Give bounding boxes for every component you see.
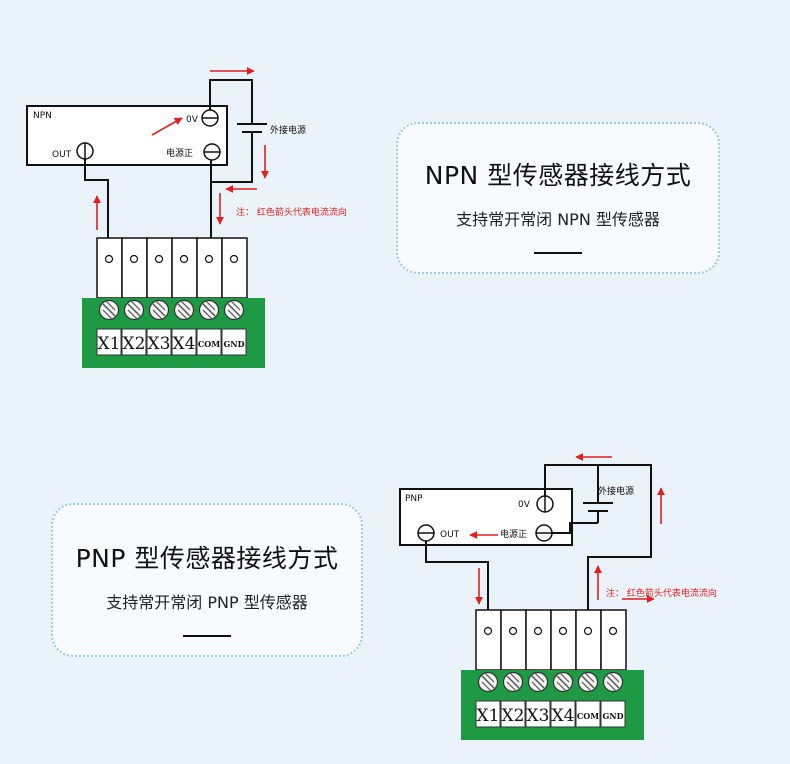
terminal-hole-x1 bbox=[104, 254, 114, 264]
npn-out-label: OUT bbox=[52, 150, 72, 160]
npn-0v-label: 0V bbox=[186, 115, 199, 125]
pnp-power-pos-label: 电源正 bbox=[500, 528, 527, 540]
terminal-label-x1: X1 bbox=[477, 706, 500, 726]
terminal-slot-com bbox=[196, 237, 223, 299]
pnp-ext-power-label: 外接电源 bbox=[598, 485, 634, 497]
terminal-hole-x1 bbox=[483, 626, 493, 636]
terminal-label-x1: X1 bbox=[98, 334, 121, 354]
terminal-hole-x4 bbox=[179, 254, 189, 264]
terminal-label-x2: X2 bbox=[123, 334, 146, 354]
terminal-slot-gnd bbox=[600, 609, 627, 671]
npn-box-label: NPN bbox=[33, 111, 52, 121]
terminal-label-gnd: GND bbox=[223, 339, 244, 349]
npn-wire-0v bbox=[209, 79, 253, 124]
terminal-slot-x1 bbox=[475, 609, 502, 671]
pnp-card-divider bbox=[183, 635, 231, 637]
npn-power-pos-label: 电源正 bbox=[166, 147, 193, 159]
terminal-label-com: COM bbox=[577, 711, 599, 721]
pnp-wire-out-to-x1 bbox=[425, 541, 489, 630]
terminal-slot-x4 bbox=[171, 237, 198, 299]
pnp-info-card: PNP 型传感器接线方式 支持常开常闭 PNP 型传感器 bbox=[51, 503, 363, 657]
terminal-label-gnd: GND bbox=[602, 711, 623, 721]
npn-card-divider bbox=[534, 252, 582, 254]
pnp-note: 注： 红色箭头代表电流流向 bbox=[606, 587, 717, 599]
pnp-wire-power bbox=[552, 522, 598, 534]
pnp-0v-label: 0V bbox=[518, 500, 531, 510]
npn-info-card: NPN 型传感器接线方式 支持常开常闭 NPN 型传感器 bbox=[396, 122, 720, 274]
terminal-label-x4: X4 bbox=[552, 706, 575, 726]
terminal-label-x3: X3 bbox=[148, 334, 171, 354]
pnp-card-title: PNP 型传感器接线方式 bbox=[75, 544, 339, 573]
npn-card-subtitle: 支持常开常闭 NPN 型传感器 bbox=[456, 210, 660, 229]
terminal-hole-gnd bbox=[608, 626, 618, 636]
pnp-card-subtitle: 支持常开常闭 PNP 型传感器 bbox=[106, 593, 308, 612]
terminal-slot-x2 bbox=[121, 237, 148, 299]
npn-sensor-box bbox=[26, 105, 228, 166]
terminal-slot-gnd bbox=[221, 237, 248, 299]
npn-wire-battery-return bbox=[210, 132, 253, 183]
terminal-label-x4: X4 bbox=[173, 334, 196, 354]
terminal-hole-x3 bbox=[154, 254, 164, 264]
terminal-hole-x3 bbox=[533, 626, 543, 636]
terminal-slot-com bbox=[575, 609, 602, 671]
npn-note: 注： 红色箭头代表电流流向 bbox=[236, 206, 347, 218]
pnp-wire-com-loop bbox=[587, 464, 652, 630]
terminal-slot-x3 bbox=[525, 609, 552, 671]
terminal-hole-x4 bbox=[558, 626, 568, 636]
npn-ext-power-label: 外接电源 bbox=[270, 124, 306, 136]
terminal-hole-com bbox=[204, 254, 214, 264]
terminal-hole-x2 bbox=[129, 254, 139, 264]
terminal-label-x2: X2 bbox=[502, 706, 525, 726]
terminal-slot-x4 bbox=[550, 609, 577, 671]
terminal-slot-x2 bbox=[500, 609, 527, 671]
terminal-label-com: COM bbox=[198, 339, 220, 349]
terminal-hole-gnd bbox=[229, 254, 239, 264]
terminal-label-x3: X3 bbox=[527, 706, 550, 726]
pnp-out-label: OUT bbox=[440, 530, 460, 540]
pnp-wire-0v bbox=[544, 464, 599, 503]
npn-wire-out-to-x1 bbox=[84, 159, 109, 258]
terminal-slot-x3 bbox=[146, 237, 173, 299]
npn-arrow-into-0v bbox=[151, 117, 183, 136]
terminal-hole-com bbox=[583, 626, 593, 636]
terminal-slot-x1 bbox=[96, 237, 123, 299]
npn-card-title: NPN 型传感器接线方式 bbox=[424, 161, 692, 190]
terminal-hole-x2 bbox=[508, 626, 518, 636]
pnp-box-label: PNP bbox=[405, 494, 423, 504]
